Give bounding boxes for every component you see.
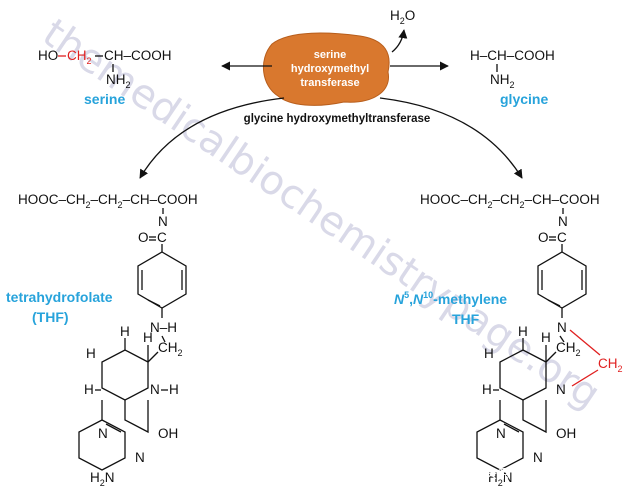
mthf-pter-oh: OH — [556, 426, 576, 441]
water-formula: H2O — [390, 8, 415, 26]
thf-label-line2: (THF) — [32, 309, 69, 325]
mthf-carbonyl-c: C — [557, 230, 567, 245]
serine-ho: HO — [38, 48, 58, 63]
thf-chain: HOOC–CH2–CH2–CH–COOH — [18, 192, 198, 210]
thf-ring-h5: H — [169, 382, 179, 397]
mthf-ring-h2: H — [541, 330, 551, 345]
thf-structure: HOOC–CH2–CH2–CH–COOH N O C N–H CH2 H H H… — [6, 192, 198, 488]
thf-ring-h8: H — [84, 382, 94, 397]
enzyme-blob — [262, 32, 390, 106]
thf-n10-h: N–H — [150, 320, 177, 335]
thf-ring-n5: N — [150, 382, 160, 397]
thf-amide-n: N — [158, 214, 168, 229]
enzyme-caption: glycine hydroxymethyltransferase — [244, 113, 431, 125]
arrow-to-thf — [139, 97, 285, 179]
enzyme-label-line2: hydroxymethyl — [291, 63, 369, 75]
enzyme-label-line1: serine — [314, 49, 346, 61]
mthf-label-line2: THF — [452, 311, 480, 327]
mthf-label-line1: N5,N10-methylene — [394, 290, 507, 307]
glycine-label: glycine — [500, 91, 548, 107]
mthf-bridge-ch2: CH2 — [598, 356, 623, 374]
serine-nh2: NH2 — [106, 72, 131, 90]
mthf-chain: HOOC–CH2–CH2–CH–COOH — [420, 192, 600, 210]
glycine-formula: H–CH–COOH — [470, 48, 555, 63]
thf-pter-n3: N — [135, 450, 145, 465]
glycine-structure: H–CH–COOH NH2 glycine — [470, 48, 555, 107]
mthf-h2n: H2N — [488, 470, 513, 488]
thf-pter-n1: N — [98, 426, 108, 441]
mthf-pter-n3: N — [533, 450, 543, 465]
footer-credit: 头条 @李老师谈生化 — [484, 466, 605, 481]
mthf-carbonyl-o: O — [538, 230, 549, 245]
thf-pter-oh: OH — [158, 426, 178, 441]
mthf-ring-n5: N — [556, 382, 566, 397]
thf-ch2-link: CH2 — [158, 340, 183, 358]
thf-h2n: H2N — [90, 470, 115, 488]
thf-label-line1: tetrahydrofolate — [6, 289, 113, 305]
mthf-n10: N — [557, 320, 567, 335]
water-arrow — [391, 29, 408, 53]
serine-ch2: CH2 — [67, 48, 92, 66]
thf-carbonyl-o: O — [138, 230, 149, 245]
serine-ch-cooh: CH–COOH — [104, 48, 172, 63]
mthf-pter-n1: N — [496, 426, 506, 441]
serine-label: serine — [84, 91, 125, 107]
thf-ring-h1: H — [120, 324, 130, 339]
mthf-amide-n: N — [558, 214, 568, 229]
thf-ring-h2: H — [143, 330, 153, 345]
mthf-ring-h1: H — [518, 324, 528, 339]
mthf-ring-h-a: H — [484, 346, 494, 361]
glycine-nh2: NH2 — [490, 72, 515, 90]
enzyme-label-line3: transferase — [300, 77, 359, 89]
mthf-ch2-link: CH2 — [556, 340, 581, 358]
thf-ring-h-a: H — [86, 346, 96, 361]
thf-carbonyl-c: C — [157, 230, 167, 245]
arrow-to-methylene-thf — [379, 97, 523, 179]
methylene-thf-structure: HOOC–CH2–CH2–CH–COOH N O C N CH2 CH2 H H… — [394, 192, 623, 488]
mthf-ring-h8: H — [482, 382, 492, 397]
serine-structure: HO CH2 CH–COOH NH2 serine — [38, 48, 172, 107]
